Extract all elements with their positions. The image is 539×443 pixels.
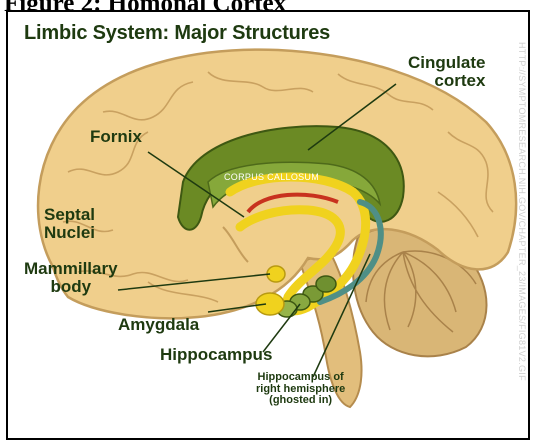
- label-hippocampus-right-line1: Hippocampus of: [256, 372, 345, 384]
- label-mammillary-body: Mammillary body: [24, 260, 118, 296]
- label-mammillary-line1: Mammillary: [24, 260, 118, 278]
- label-cingulate-cortex: Cingulate cortex: [408, 54, 485, 90]
- label-septal-line2: Nuclei: [44, 224, 95, 242]
- label-septal-nuclei: Septal Nuclei: [44, 206, 95, 242]
- diagram-frame: Limbic System: Major Structures Cingulat…: [6, 10, 530, 440]
- amygdala: [256, 293, 284, 315]
- label-cingulate-line2: cortex: [408, 72, 485, 90]
- label-septal-line1: Septal: [44, 206, 95, 224]
- label-mammillary-line2: body: [24, 278, 118, 296]
- source-watermark: HTTP://SYMPTOMRESEARCH.NIH.GOV/CHAPTER_2…: [517, 42, 527, 381]
- label-corpus-callosum: CORPUS CALLOSUM: [224, 172, 319, 182]
- label-hippocampus: Hippocampus: [160, 346, 272, 364]
- label-hippocampus-right: Hippocampus of right hemisphere (ghosted…: [256, 372, 345, 407]
- label-amygdala: Amygdala: [118, 316, 199, 334]
- label-hippocampus-right-line3: (ghosted in): [256, 395, 345, 407]
- label-fornix: Fornix: [90, 128, 142, 146]
- label-cingulate-line1: Cingulate: [408, 54, 485, 72]
- diagram-title: Limbic System: Major Structures: [24, 22, 330, 45]
